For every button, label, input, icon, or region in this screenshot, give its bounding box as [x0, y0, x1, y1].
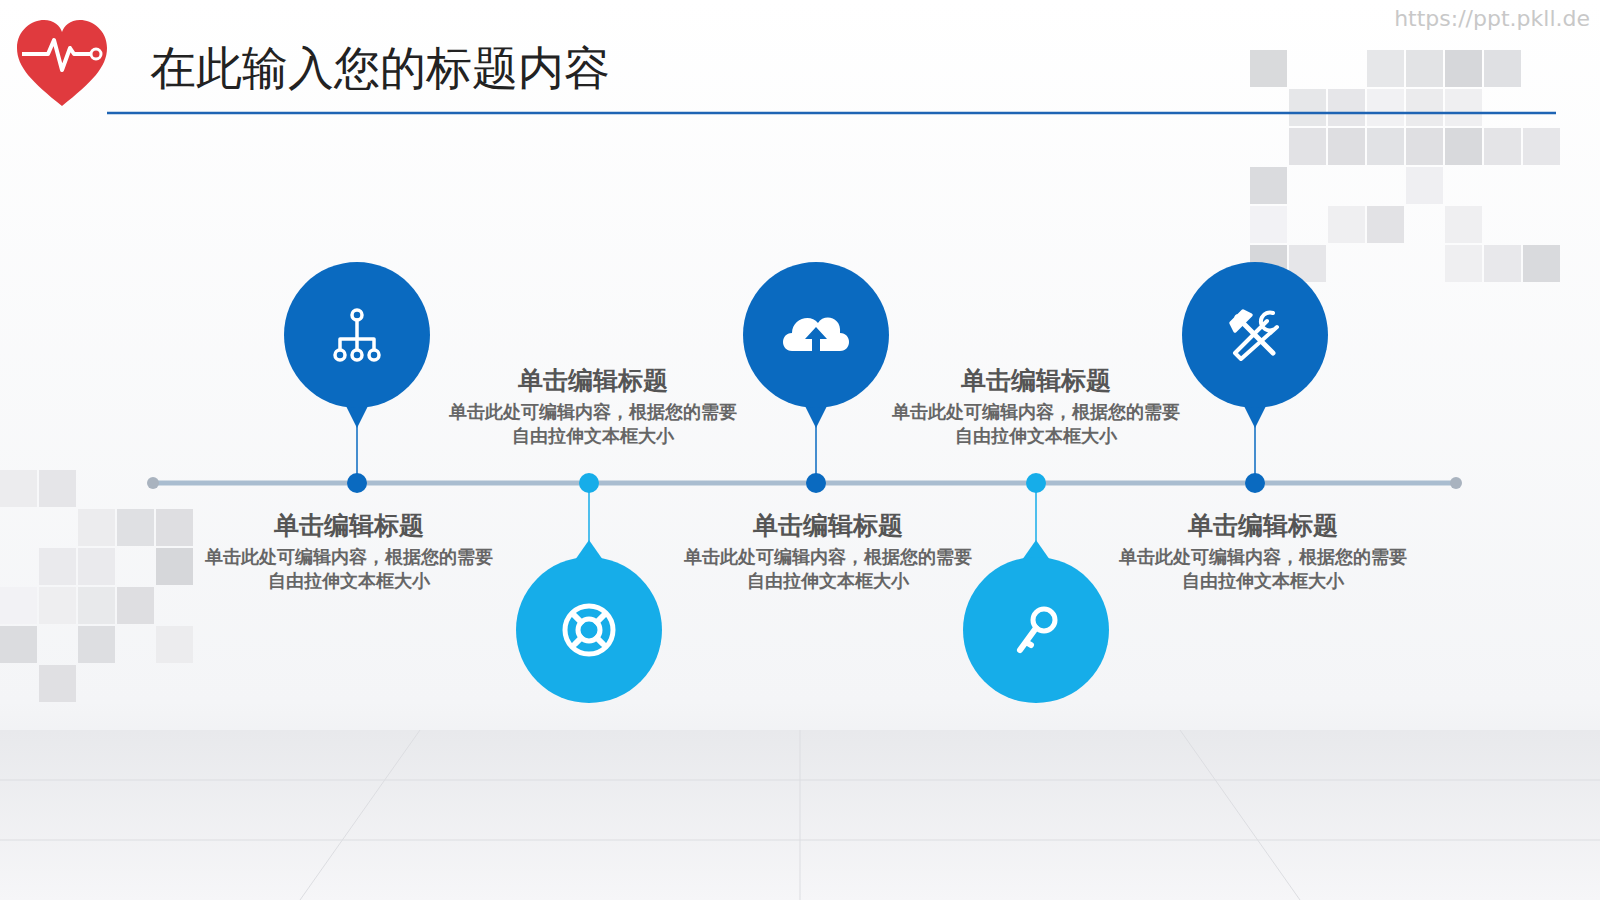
- pixel-square: [1406, 128, 1443, 165]
- pixel-square: [0, 587, 37, 624]
- step-body: 单击此处可编辑内容，根据您的需要自由拉伸文本框大小: [1113, 545, 1413, 592]
- icon-pins: [284, 262, 1328, 703]
- pixel-square: [1367, 89, 1404, 126]
- pixel-square: [39, 587, 76, 624]
- pixel-square: [78, 548, 115, 585]
- pixel-square: [156, 548, 193, 585]
- pixel-square: [1289, 89, 1326, 126]
- step-body: 单击此处可编辑内容，根据您的需要自由拉伸文本框大小: [443, 400, 743, 447]
- step-text: 单击编辑标题单击此处可编辑内容，根据您的需要自由拉伸文本框大小: [876, 365, 1196, 447]
- pixel-square: [1328, 89, 1365, 126]
- pixel-square: [39, 548, 76, 585]
- pixel-square: [1328, 206, 1365, 243]
- icon-pin: [516, 473, 662, 703]
- pixel-square: [156, 626, 193, 663]
- pixel-square: [39, 665, 76, 702]
- watermark: https://ppt.pkll.de: [1394, 6, 1590, 31]
- title-rule: [107, 112, 1556, 115]
- pixel-square: [1367, 206, 1404, 243]
- step-text: 单击编辑标题单击此处可编辑内容，根据您的需要自由拉伸文本框大小: [1103, 510, 1423, 592]
- timeline-end: [147, 477, 159, 489]
- step-body: 单击此处可编辑内容，根据您的需要自由拉伸文本框大小: [199, 545, 499, 592]
- pixel-square: [1367, 128, 1404, 165]
- step-text: 单击编辑标题单击此处可编辑内容，根据您的需要自由拉伸文本框大小: [189, 510, 509, 592]
- icon-pin: [284, 262, 430, 493]
- pixel-square: [1523, 245, 1560, 282]
- pixel-square: [117, 509, 154, 546]
- step-heading: 单击编辑标题: [668, 510, 988, 541]
- pixel-square: [78, 509, 115, 546]
- pixel-square: [1250, 167, 1287, 204]
- step-body: 单击此处可编辑内容，根据您的需要自由拉伸文本框大小: [886, 400, 1186, 447]
- pixel-square: [78, 587, 115, 624]
- icon-pin: [743, 262, 889, 493]
- floor: [0, 730, 1600, 900]
- pixel-square: [1250, 50, 1287, 87]
- pixel-square: [39, 470, 76, 507]
- step-text: 单击编辑标题单击此处可编辑内容，根据您的需要自由拉伸文本框大小: [433, 365, 753, 447]
- pixel-square: [1250, 206, 1287, 243]
- pixel-square: [156, 509, 193, 546]
- icon-pin: [1182, 262, 1328, 493]
- step-heading: 单击编辑标题: [433, 365, 753, 396]
- pixel-square: [1445, 245, 1482, 282]
- floor-lines: [0, 730, 1600, 900]
- pixel-square: [1523, 128, 1560, 165]
- pixel-square: [0, 626, 37, 663]
- step-heading: 单击编辑标题: [189, 510, 509, 541]
- step-body: 单击此处可编辑内容，根据您的需要自由拉伸文本框大小: [678, 545, 978, 592]
- icon-pin: [963, 473, 1109, 703]
- pixel-square: [1445, 128, 1482, 165]
- step-heading: 单击编辑标题: [876, 365, 1196, 396]
- step-heading: 单击编辑标题: [1103, 510, 1423, 541]
- pixel-square: [1406, 167, 1443, 204]
- pixel-squares: [0, 50, 1560, 702]
- pixel-square: [1445, 89, 1482, 126]
- step-text: 单击编辑标题单击此处可编辑内容，根据您的需要自由拉伸文本框大小: [668, 510, 988, 592]
- pixel-square: [1484, 50, 1521, 87]
- pixel-square: [1484, 245, 1521, 282]
- pixel-square: [0, 470, 37, 507]
- pixel-square: [1445, 206, 1482, 243]
- pixel-square: [117, 587, 154, 624]
- pixel-square: [78, 626, 115, 663]
- pixel-square: [1367, 50, 1404, 87]
- pixel-square: [1289, 128, 1326, 165]
- timeline-end: [1450, 477, 1462, 489]
- pixel-square: [1328, 128, 1365, 165]
- pixel-square: [1445, 50, 1482, 87]
- pixel-square: [1484, 128, 1521, 165]
- slide-title: 在此输入您的标题内容: [150, 38, 610, 100]
- pixel-square: [1406, 50, 1443, 87]
- pixel-square: [1406, 89, 1443, 126]
- heart-logo: [17, 20, 107, 106]
